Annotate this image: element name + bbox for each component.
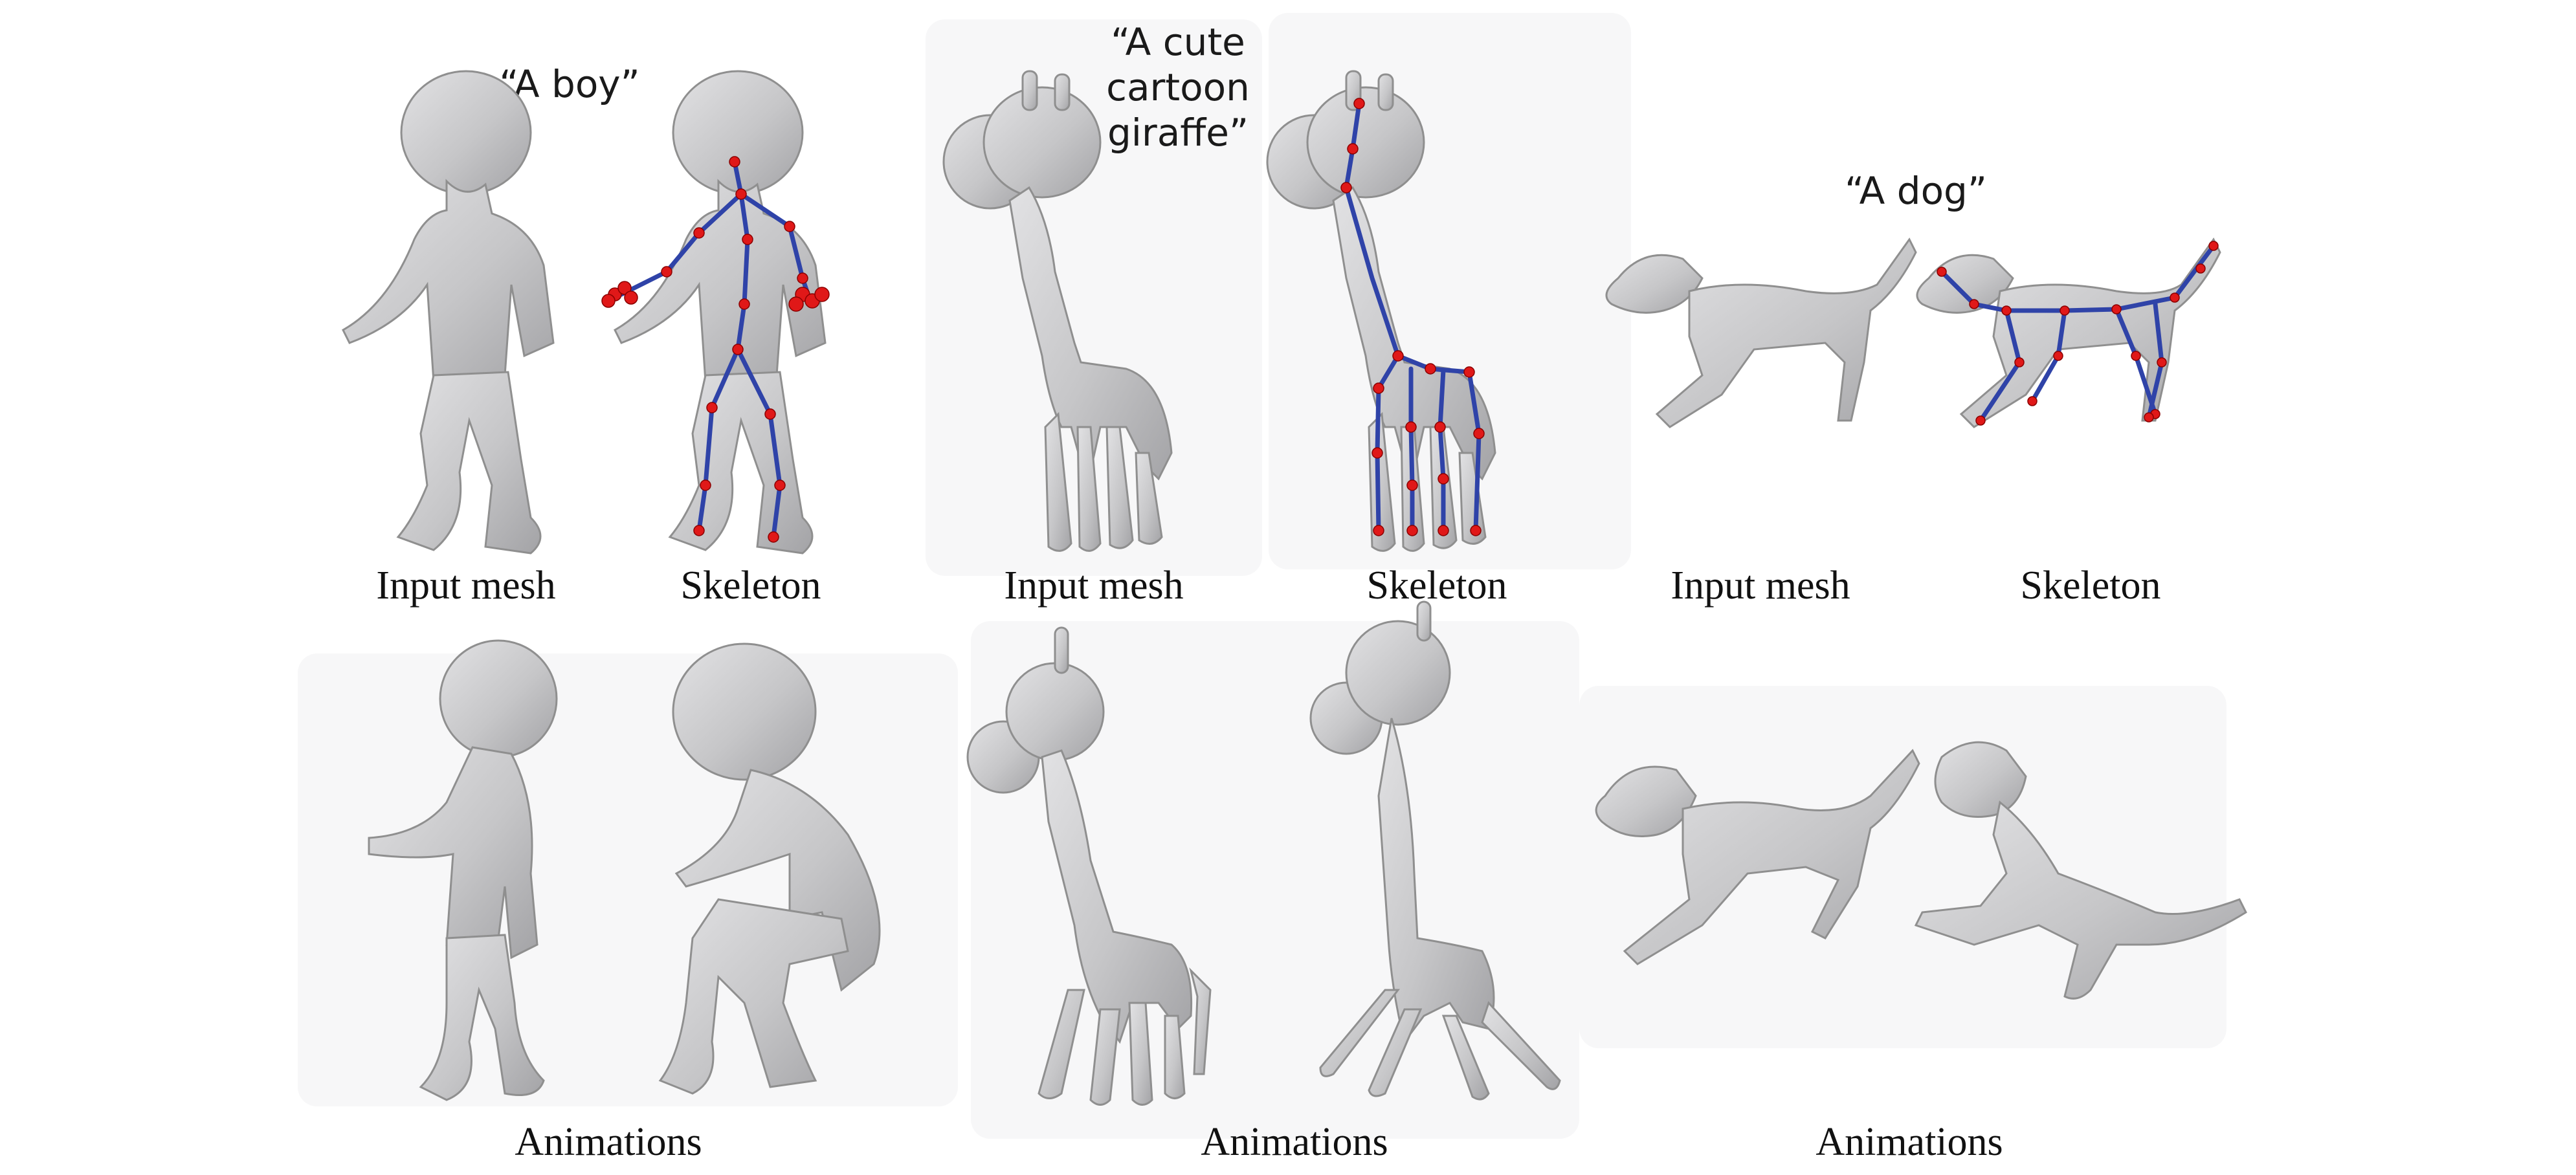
- boy-prompt: “A boy”: [499, 62, 640, 106]
- skeleton-joints: [1340, 98, 1485, 536]
- boy-skeleton-caption: Skeleton: [680, 564, 821, 608]
- dog-input-caption: Input mesh: [1671, 564, 1850, 608]
- giraffe-prompt-line: giraffe”: [1107, 111, 1249, 155]
- dog-skeleton-caption: Skeleton: [2020, 564, 2161, 608]
- giraffe-skeleton: [1262, 65, 1599, 563]
- skeleton-joints: [1937, 241, 2219, 426]
- boy-animations-caption: Animations: [515, 1120, 702, 1164]
- giraffe-animations-caption: Animations: [1201, 1120, 1388, 1164]
- skeleton-joints: [601, 156, 830, 543]
- boy-animation-frame: [350, 639, 595, 1113]
- dog-input-mesh: [1592, 233, 1929, 446]
- boy-skeleton: [595, 70, 867, 563]
- giraffe-animation-frame: [966, 626, 1275, 1113]
- giraffe-prompt-line: cartoon: [1106, 65, 1250, 109]
- boy-input-mesh: [337, 70, 595, 563]
- boy-animation-frame: [641, 641, 913, 1113]
- giraffe-prompt-line: “A cute: [1111, 20, 1245, 64]
- giraffe-skeleton-caption: Skeleton: [1366, 564, 1507, 608]
- giraffe-input-caption: Input mesh: [1004, 564, 1184, 608]
- giraffe-prompt: “A cute cartoon giraffe”: [1074, 19, 1282, 155]
- dog-prompt: “A dog”: [1845, 169, 1987, 213]
- dog-animation-frame: [1896, 731, 2247, 1016]
- giraffe-input-mesh: [932, 65, 1243, 563]
- dog-skeleton: [1903, 233, 2226, 446]
- boy-input-caption: Input mesh: [376, 564, 556, 608]
- giraffe-animation-frame: [1307, 600, 1579, 1113]
- dog-animation-frame: [1586, 744, 1922, 983]
- dog-animations-caption: Animations: [1815, 1120, 2003, 1164]
